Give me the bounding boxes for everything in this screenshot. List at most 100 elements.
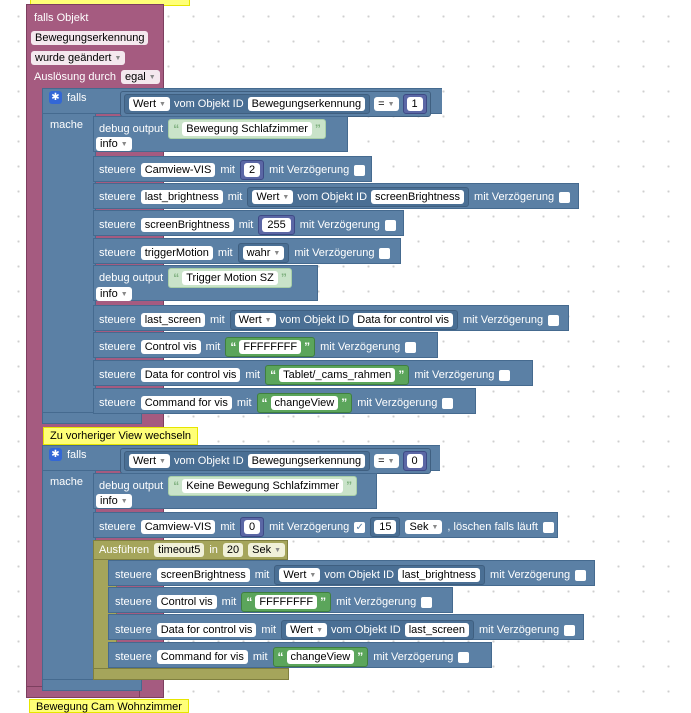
control-target[interactable]: last_brightness bbox=[140, 190, 223, 204]
value-block[interactable]: Wert▼ vom Objekt ID screenBrightness bbox=[247, 187, 470, 207]
if1-value-block[interactable]: Wert▼ vom Objekt ID Bewegungserkennung bbox=[124, 94, 371, 114]
debug1-string[interactable]: “Bewegung Schlafzimmer” bbox=[168, 119, 326, 139]
trigger-object-value[interactable]: Bewegungserkennung bbox=[31, 31, 149, 45]
string-value[interactable]: FFFFFFFF bbox=[255, 595, 318, 609]
number-value[interactable]: 2 bbox=[244, 163, 261, 177]
string-block[interactable]: “changeView” bbox=[272, 647, 369, 667]
string-value[interactable]: changeView bbox=[286, 650, 355, 664]
debug1-text[interactable]: Bewegung Schlafzimmer bbox=[182, 122, 312, 136]
debug1-level-dropdown[interactable]: info▼ bbox=[96, 137, 132, 151]
control-target[interactable]: screenBrightness bbox=[140, 218, 234, 232]
delay-checkbox[interactable] bbox=[575, 569, 587, 581]
delay-checkbox[interactable] bbox=[384, 219, 396, 231]
boolean-dropdown[interactable]: wahr▼ bbox=[242, 246, 285, 260]
if2-compare-block[interactable]: Wert▼ vom Objekt ID Bewegungserkennung =… bbox=[120, 448, 431, 474]
control-target[interactable]: Data for control vis bbox=[140, 368, 241, 382]
if2-number-value[interactable]: 0 bbox=[406, 454, 423, 468]
number-block[interactable]: 2 bbox=[240, 160, 265, 180]
delay-checkbox[interactable] bbox=[548, 314, 560, 326]
if1-number-block[interactable]: 1 bbox=[402, 94, 427, 114]
number-block[interactable]: 255 bbox=[258, 215, 295, 235]
string-block[interactable]: “Tablet/_cams_rahmen” bbox=[265, 365, 410, 385]
delay-unit-dropdown[interactable]: Sek▼ bbox=[405, 520, 443, 534]
if1-operator-dropdown[interactable]: =▼ bbox=[374, 97, 399, 111]
debug2-string[interactable]: “Trigger Motion SZ” bbox=[168, 268, 292, 288]
control-target[interactable]: Control vis bbox=[156, 595, 217, 609]
gear-icon[interactable]: ✱ bbox=[49, 448, 62, 461]
delay-checkbox-checked[interactable]: ✓ bbox=[354, 521, 366, 533]
wert-dropdown[interactable]: Wert▼ bbox=[286, 623, 328, 637]
gear-icon[interactable]: ✱ bbox=[49, 91, 62, 104]
debug2-level-dropdown[interactable]: info▼ bbox=[96, 287, 132, 301]
timeout-value-field[interactable]: 20 bbox=[222, 543, 244, 557]
delay-checkbox[interactable] bbox=[564, 624, 576, 636]
value-block[interactable]: Wert▼ vom Objekt ID last_screen bbox=[281, 620, 474, 640]
wert-dropdown[interactable]: Wert▼ bbox=[234, 313, 276, 327]
control-target[interactable]: Command for vis bbox=[156, 650, 248, 664]
if2-operator-dropdown[interactable]: =▼ bbox=[374, 454, 399, 468]
control-target[interactable]: Data for control vis bbox=[156, 623, 257, 637]
if1-object-field[interactable]: Bewegungserkennung bbox=[247, 97, 366, 111]
control-target[interactable]: screenBrightness bbox=[156, 568, 250, 582]
control-target[interactable]: Control vis bbox=[140, 340, 201, 354]
value-block[interactable]: Wert▼ vom Objekt ID last_brightness bbox=[274, 565, 486, 585]
if2-wert-dropdown[interactable]: Wert▼ bbox=[129, 454, 170, 468]
trigger-object-field[interactable]: Bewegungserkennung bbox=[31, 31, 149, 45]
clear-checkbox[interactable] bbox=[542, 521, 554, 533]
object-field[interactable]: last_brightness bbox=[398, 568, 481, 582]
control-target[interactable]: Camview-VIS bbox=[140, 163, 216, 177]
delay-checkbox[interactable] bbox=[442, 397, 454, 409]
if2-value-block[interactable]: Wert▼ vom Objekt ID Bewegungserkennung bbox=[124, 451, 371, 471]
control-trigger-motion-row: steuere triggerMotion mit wahr▼ mit Verz… bbox=[99, 243, 391, 263]
comment-previous-view[interactable]: Zu vorheriger View wechseln bbox=[43, 427, 199, 445]
delay-checkbox[interactable] bbox=[354, 164, 366, 176]
delay-checkbox[interactable] bbox=[559, 191, 571, 203]
debug3-level-dropdown[interactable]: info▼ bbox=[96, 494, 132, 508]
if-block-2[interactable] bbox=[42, 445, 96, 691]
value-block[interactable]: Wert▼ vom Objekt ID Data for control vis bbox=[229, 310, 458, 330]
debug3-text[interactable]: Keine Bewegung Schlafzimmer bbox=[182, 479, 344, 493]
delay-checkbox[interactable] bbox=[421, 596, 433, 608]
ausloesung-dropdown[interactable]: egal▼ bbox=[120, 70, 160, 84]
timeout-name-field[interactable]: timeout5 bbox=[154, 543, 205, 557]
delay-number-block[interactable]: 15 bbox=[370, 517, 401, 537]
delay-checkbox[interactable] bbox=[458, 651, 470, 663]
wert-dropdown[interactable]: Wert▼ bbox=[279, 568, 321, 582]
control-target[interactable]: Camview-VIS bbox=[140, 520, 216, 534]
number-value[interactable]: 0 bbox=[244, 520, 261, 534]
wert-dropdown[interactable]: Wert▼ bbox=[252, 190, 294, 204]
delay-checkbox[interactable] bbox=[379, 247, 391, 259]
if2-object-field[interactable]: Bewegungserkennung bbox=[247, 454, 366, 468]
timeout-unit-dropdown[interactable]: Sek▼ bbox=[248, 543, 286, 557]
string-value[interactable]: changeView bbox=[270, 396, 339, 410]
string-block[interactable]: “FFFFFFFF” bbox=[241, 592, 332, 612]
if1-wert-dropdown[interactable]: Wert▼ bbox=[129, 97, 170, 111]
control-target[interactable]: Command for vis bbox=[140, 396, 232, 410]
debug3-string[interactable]: “Keine Bewegung Schlafzimmer” bbox=[168, 476, 358, 496]
object-field[interactable]: screenBrightness bbox=[371, 190, 465, 204]
string-value[interactable]: Tablet/_cams_rahmen bbox=[279, 368, 396, 382]
debug2-text[interactable]: Trigger Motion SZ bbox=[182, 271, 278, 285]
object-field[interactable]: Data for control vis bbox=[353, 313, 453, 327]
string-value[interactable]: FFFFFFFF bbox=[239, 340, 302, 354]
boolean-block[interactable]: wahr▼ bbox=[237, 243, 290, 263]
comment-bewegung-cam-wohnzimmer[interactable]: Bewegung Cam Wohnzimmer bbox=[29, 699, 189, 713]
string-block[interactable]: “changeView” bbox=[256, 393, 353, 413]
control-target[interactable]: triggerMotion bbox=[140, 246, 213, 260]
if1-number-value[interactable]: 1 bbox=[406, 97, 423, 111]
number-value[interactable]: 255 bbox=[262, 218, 291, 232]
if1-compare-block[interactable]: Wert▼ vom Objekt ID Bewegungserkennung =… bbox=[120, 91, 431, 117]
control-target[interactable]: last_screen bbox=[140, 313, 205, 327]
delay-checkbox[interactable] bbox=[499, 369, 511, 381]
if1-condition[interactable]: Wert▼ vom Objekt ID Bewegungserkennung =… bbox=[120, 91, 431, 117]
number-block[interactable]: 0 bbox=[240, 517, 265, 537]
if2-number-block[interactable]: 0 bbox=[402, 451, 427, 471]
if-block-1[interactable] bbox=[42, 88, 96, 424]
if2-condition[interactable]: Wert▼ vom Objekt ID Bewegungserkennung =… bbox=[120, 448, 431, 474]
delay-checkbox[interactable] bbox=[405, 341, 417, 353]
control-block-camview[interactable] bbox=[93, 156, 372, 182]
object-field[interactable]: last_screen bbox=[404, 623, 469, 637]
string-block[interactable]: “FFFFFFFF” bbox=[225, 337, 316, 357]
delay-number-value[interactable]: 15 bbox=[374, 520, 397, 534]
changed-dropdown[interactable]: wurde geändert▼ bbox=[31, 51, 126, 65]
